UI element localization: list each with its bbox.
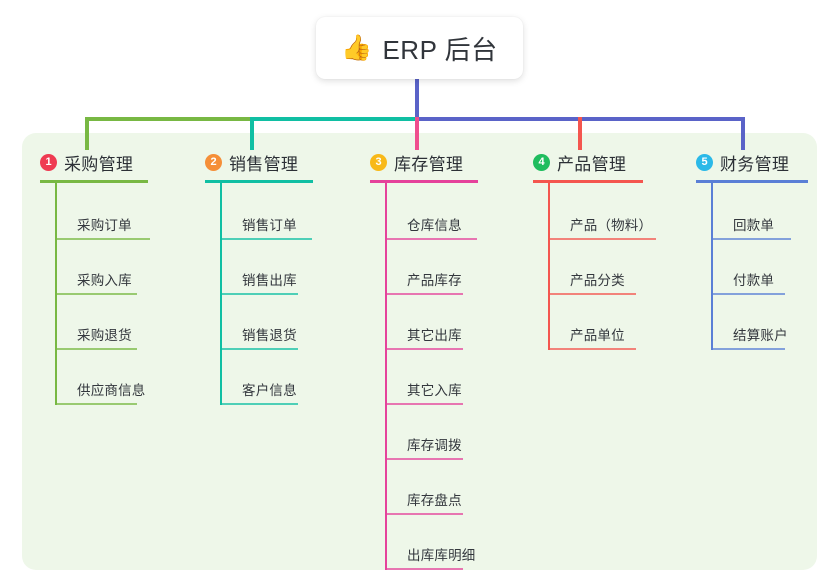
branch-header-rule-5	[696, 180, 808, 183]
list-item-label: 其它出库	[407, 328, 462, 343]
list-item-rule	[385, 238, 477, 240]
branch-badge-2: 2	[205, 154, 222, 171]
branch-drop-4	[578, 117, 582, 150]
branch-badge-4: 4	[533, 154, 550, 171]
branch-badge-3: 3	[370, 154, 387, 171]
root-node-label: ERP 后台	[382, 34, 498, 65]
list-item-label: 销售订单	[242, 218, 297, 233]
list-item-rule	[548, 293, 636, 295]
list-item-rule	[385, 513, 463, 515]
list-item-label: 出库库明细	[407, 548, 476, 563]
list-item[interactable]: 供应商信息	[55, 350, 145, 405]
branch-header-4[interactable]: 4 产品管理	[533, 150, 626, 175]
branch-trunk-5	[711, 183, 713, 350]
branch-drop-5	[741, 117, 745, 150]
content-panel	[22, 133, 817, 570]
list-item-rule	[385, 293, 463, 295]
list-item-rule	[548, 348, 636, 350]
branch-title-3: 库存管理	[394, 155, 464, 174]
root-node-erp-backend[interactable]: 👍 ERP 后台	[316, 17, 523, 79]
list-item-rule	[55, 293, 137, 295]
list-item-rule	[220, 403, 298, 405]
list-item[interactable]: 其它出库	[385, 295, 463, 350]
list-item-label: 销售退货	[242, 328, 297, 343]
branch-title-5: 财务管理	[720, 155, 790, 174]
list-item-label: 库存调拨	[407, 438, 462, 453]
branch-header-rule-3	[370, 180, 478, 183]
branch-header-2[interactable]: 2 销售管理	[205, 150, 298, 175]
list-item[interactable]: 销售退货	[220, 295, 298, 350]
list-item-label: 产品分类	[570, 273, 625, 288]
branch-title-4: 产品管理	[557, 155, 627, 174]
list-item-rule	[385, 348, 463, 350]
list-item-label: 供应商信息	[77, 383, 146, 398]
branch-drop-1	[85, 117, 89, 150]
list-item-label: 付款单	[733, 273, 775, 288]
branch-trunk-3	[385, 183, 387, 570]
list-item-rule	[220, 348, 298, 350]
branch-header-3[interactable]: 3 库存管理	[370, 150, 463, 175]
list-item[interactable]: 回款单	[711, 183, 791, 240]
list-item-rule	[385, 568, 463, 570]
branch-header-1[interactable]: 1 采购管理	[40, 150, 133, 175]
branch-header-5[interactable]: 5 财务管理	[696, 150, 789, 175]
list-item-rule	[711, 348, 785, 350]
list-item-label: 产品（物料）	[570, 218, 653, 233]
list-item[interactable]: 产品（物料）	[548, 183, 656, 240]
list-item-label: 采购订单	[77, 218, 132, 233]
list-item[interactable]: 其它入库	[385, 350, 463, 405]
list-item-rule	[548, 238, 656, 240]
list-item-label: 仓库信息	[407, 218, 462, 233]
list-item-rule	[385, 458, 463, 460]
list-item[interactable]: 采购退货	[55, 295, 137, 350]
list-item-rule	[55, 238, 150, 240]
list-item-label: 库存盘点	[407, 493, 462, 508]
list-item-rule	[220, 293, 298, 295]
list-item-label: 客户信息	[242, 383, 297, 398]
list-item[interactable]: 销售出库	[220, 240, 298, 295]
list-item-rule	[711, 293, 785, 295]
root-stem	[415, 79, 419, 121]
list-item-rule	[385, 403, 463, 405]
bus-green	[85, 117, 252, 121]
list-item-label: 销售出库	[242, 273, 297, 288]
list-item[interactable]: 产品分类	[548, 240, 636, 295]
list-item[interactable]: 销售订单	[220, 183, 312, 240]
list-item[interactable]: 出库库明细	[385, 515, 475, 570]
list-item-label: 采购退货	[77, 328, 132, 343]
list-item-rule	[220, 238, 312, 240]
list-item[interactable]: 仓库信息	[385, 183, 477, 240]
list-item-rule	[711, 238, 791, 240]
branch-header-rule-1	[40, 180, 148, 183]
list-item[interactable]: 产品库存	[385, 240, 463, 295]
list-item[interactable]: 库存调拨	[385, 405, 463, 460]
branch-title-2: 销售管理	[229, 155, 299, 174]
branch-title-1: 采购管理	[64, 155, 134, 174]
list-item-rule	[55, 403, 137, 405]
list-item[interactable]: 采购入库	[55, 240, 137, 295]
branch-header-rule-2	[205, 180, 313, 183]
list-item-label: 回款单	[733, 218, 775, 233]
list-item[interactable]: 产品单位	[548, 295, 636, 350]
list-item[interactable]: 结算账户	[711, 295, 788, 350]
branch-drop-3	[415, 117, 419, 150]
branch-badge-5: 5	[696, 154, 713, 171]
list-item-label: 其它入库	[407, 383, 462, 398]
thumbs-up-icon: 👍	[341, 33, 373, 62]
branch-trunk-4	[548, 183, 550, 350]
list-item[interactable]: 付款单	[711, 240, 785, 295]
list-item-label: 采购入库	[77, 273, 132, 288]
list-item[interactable]: 库存盘点	[385, 460, 463, 515]
branch-drop-2	[250, 117, 254, 150]
list-item-label: 产品单位	[570, 328, 625, 343]
branch-header-rule-4	[533, 180, 643, 183]
list-item-rule	[55, 348, 137, 350]
list-item[interactable]: 采购订单	[55, 183, 150, 240]
list-item-label: 产品库存	[407, 273, 462, 288]
list-item[interactable]: 客户信息	[220, 350, 298, 405]
list-item-label: 结算账户	[733, 328, 788, 343]
bus-teal	[252, 117, 419, 121]
branch-badge-1: 1	[40, 154, 57, 171]
